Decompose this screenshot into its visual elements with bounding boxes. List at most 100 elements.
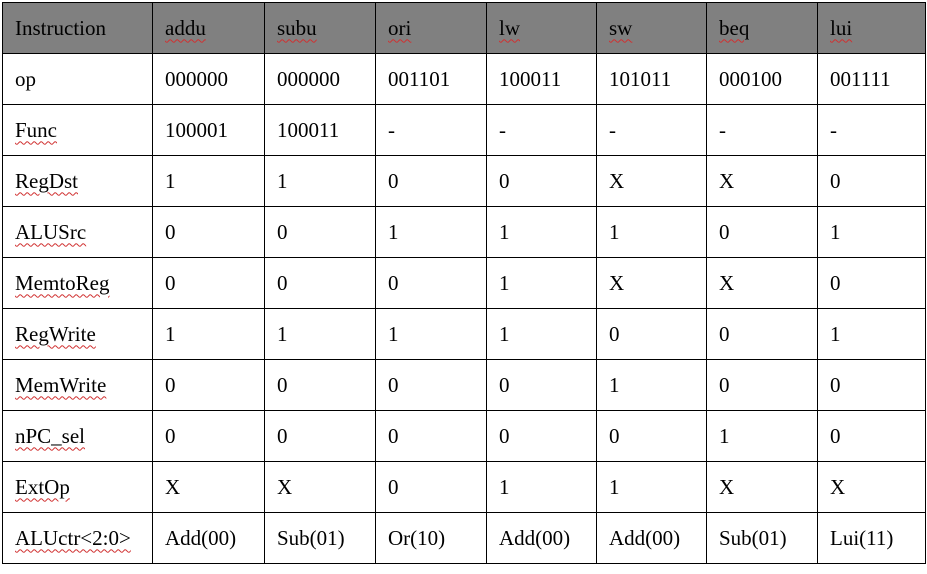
table-cell: 1 — [152, 155, 265, 207]
table-cell: 1 — [486, 257, 597, 309]
table-cell: Add(00) — [152, 512, 265, 564]
table-cell: 0 — [486, 410, 597, 462]
table-cell: 0 — [486, 155, 597, 207]
table-cell: 1 — [596, 206, 707, 258]
table-cell: 1 — [486, 308, 597, 360]
table-cell: 1 — [375, 206, 487, 258]
table-cell: 101011 — [596, 53, 707, 105]
table-cell: - — [486, 104, 597, 156]
table-cell: Sub(01) — [264, 512, 376, 564]
header-sw: sw — [596, 2, 707, 54]
header-beq: beq — [706, 2, 818, 54]
table-row-op: op 000000 000000 001101 100011 101011 00… — [2, 53, 926, 105]
table-cell: Add(00) — [596, 512, 707, 564]
table-cell: 001101 — [375, 53, 487, 105]
header-addu: addu — [152, 2, 265, 54]
table-cell: 0 — [152, 410, 265, 462]
table-cell: 0 — [706, 206, 818, 258]
table-cell: 1 — [706, 410, 818, 462]
table-cell: 0 — [596, 410, 707, 462]
signal-name: nPC_sel — [2, 410, 153, 462]
table-cell: 0 — [375, 155, 487, 207]
signal-name: MemtoReg — [2, 257, 153, 309]
table-cell: 100011 — [264, 104, 376, 156]
table-row-func: Func 100001 100011 - - - - - — [2, 104, 926, 156]
table-cell: - — [817, 104, 926, 156]
table-cell: 1 — [596, 359, 707, 411]
table-cell: 1 — [264, 308, 376, 360]
signal-name: ALUctr<2:0> — [2, 512, 153, 564]
header-label: Instruction — [15, 15, 106, 40]
table-cell: X — [596, 257, 707, 309]
table-row-alusrc: ALUSrc 0 0 1 1 1 0 1 — [2, 206, 926, 258]
table-cell: 0 — [264, 257, 376, 309]
header-ori: ori — [375, 2, 487, 54]
table-cell: 1 — [375, 308, 487, 360]
table-cell: 1 — [817, 308, 926, 360]
table-cell: X — [152, 461, 265, 513]
table-cell: X — [706, 155, 818, 207]
header-label: sw — [609, 15, 633, 40]
table-cell: 0 — [375, 257, 487, 309]
table-cell: - — [706, 104, 818, 156]
signal-label: ALUctr<2:0> — [15, 525, 131, 550]
table-cell: 0 — [375, 359, 487, 411]
control-signal-table: Instruction addu subu ori lw sw beq lui … — [2, 2, 926, 564]
table-cell: 0 — [264, 359, 376, 411]
table-cell: 0 — [486, 359, 597, 411]
table-cell: Sub(01) — [706, 512, 818, 564]
table-cell: 000000 — [264, 53, 376, 105]
header-label: addu — [165, 15, 206, 40]
table-cell: 0 — [706, 308, 818, 360]
header-lw: lw — [486, 2, 597, 54]
table-cell: Or(10) — [375, 512, 487, 564]
header-subu: subu — [264, 2, 376, 54]
table-cell: - — [375, 104, 487, 156]
table-row-regdst: RegDst 1 1 0 0 X X 0 — [2, 155, 926, 207]
signal-name: MemWrite — [2, 359, 153, 411]
signal-label: op — [15, 66, 36, 91]
table-cell: 001111 — [817, 53, 926, 105]
table-cell: 0 — [375, 461, 487, 513]
table-cell: 000000 — [152, 53, 265, 105]
signal-name: RegWrite — [2, 308, 153, 360]
signal-label: RegWrite — [15, 321, 96, 346]
signal-name: Func — [2, 104, 153, 156]
signal-name: ExtOp — [2, 461, 153, 513]
header-lui: lui — [817, 2, 926, 54]
signal-label: MemtoReg — [15, 270, 110, 295]
signal-name: ALUSrc — [2, 206, 153, 258]
table-cell: X — [596, 155, 707, 207]
table-cell: 0 — [817, 257, 926, 309]
signal-name: RegDst — [2, 155, 153, 207]
table-cell: 0 — [375, 410, 487, 462]
table-row-regwrite: RegWrite 1 1 1 1 0 0 1 — [2, 308, 926, 360]
table-cell: 1 — [264, 155, 376, 207]
signal-label: MemWrite — [15, 372, 107, 397]
signal-label: Func — [15, 117, 57, 142]
header-label: beq — [719, 15, 750, 40]
table-cell: 0 — [152, 206, 265, 258]
table-cell: 0 — [817, 410, 926, 462]
table-cell: 0 — [264, 410, 376, 462]
table-cell: 1 — [486, 461, 597, 513]
table-row-npc-sel: nPC_sel 0 0 0 0 0 1 0 — [2, 410, 926, 462]
table-cell: 1 — [817, 206, 926, 258]
table-cell: Add(00) — [486, 512, 597, 564]
signal-label: ExtOp — [15, 474, 70, 499]
signal-name: op — [2, 53, 153, 105]
table-cell: 100011 — [486, 53, 597, 105]
table-cell: 0 — [596, 308, 707, 360]
table-row-aluctr: ALUctr<2:0> Add(00) Sub(01) Or(10) Add(0… — [2, 512, 926, 564]
table-cell: 0 — [706, 359, 818, 411]
table-cell: - — [596, 104, 707, 156]
table-cell: 1 — [486, 206, 597, 258]
table-cell: 000100 — [706, 53, 818, 105]
header-label: subu — [277, 15, 317, 40]
table-cell: 0 — [152, 359, 265, 411]
table-cell: 0 — [817, 155, 926, 207]
table-row-extop: ExtOp X X 0 1 1 X X — [2, 461, 926, 513]
table-header-row: Instruction addu subu ori lw sw beq lui — [2, 2, 926, 54]
table-cell: 0 — [152, 257, 265, 309]
table-cell: 1 — [596, 461, 707, 513]
